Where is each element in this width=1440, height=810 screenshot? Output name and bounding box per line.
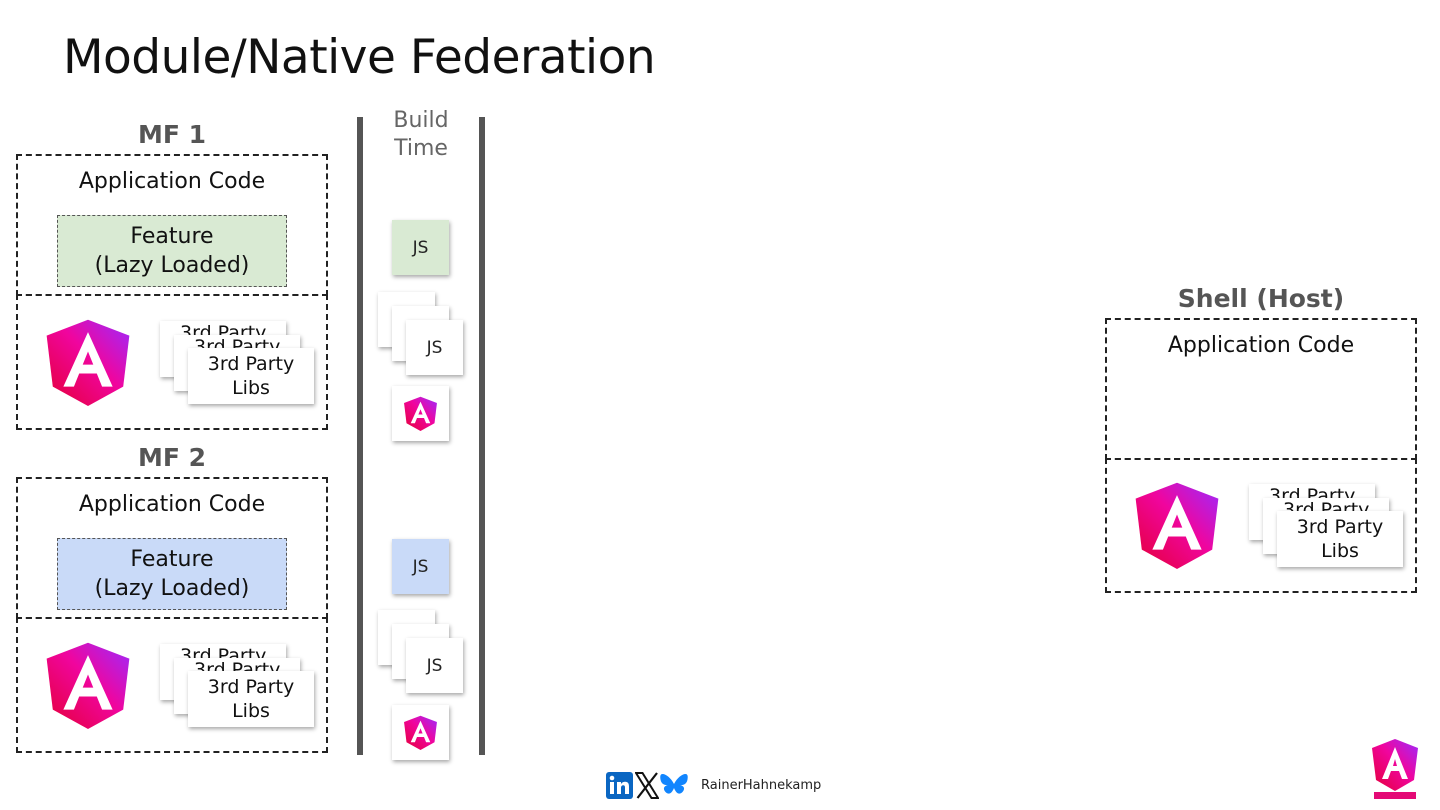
mf1-lib-js-bundle: JS [406,320,463,375]
linkedin-icon[interactable] [606,772,633,799]
shell-libs-box [1105,458,1417,593]
angular-architects-logo-icon [1372,739,1418,799]
shell-lib-card-front: 3rd Party Libs [1277,511,1403,567]
shell-angular-logo-icon [1133,481,1221,569]
mf1-angular-logo-icon [44,318,132,406]
mf2-app-code: Application Code [78,492,266,517]
mf1-feature-js-bundle: JS [392,220,449,275]
mf2-label: MF 2 [137,443,207,472]
page-title: Module/Native Federation [63,30,656,85]
mf1-app-code: Application Code [78,169,266,194]
mf1-angular-bundle-icon [403,396,438,431]
mf1-angular-bundle [392,386,449,441]
mf1-libs-box [16,294,328,430]
mf1-label: MF 1 [137,120,207,149]
bluesky-icon[interactable] [660,773,688,798]
mf1-feature: Feature (Lazy Loaded) [57,215,287,287]
author-name: RainerHahnekamp [701,778,822,793]
build-separator-right [479,117,485,755]
mf2-feature: Feature (Lazy Loaded) [57,538,287,610]
x-icon[interactable] [635,772,659,799]
mf2-feature-js-bundle: JS [392,539,449,594]
mf2-angular-logo-icon [44,641,132,729]
mf2-lib-js-bundle: JS [406,638,463,693]
mf2-angular-bundle [392,705,449,760]
mf2-angular-bundle-icon [403,715,438,750]
shell-label: Shell (Host) [1177,284,1345,313]
shell-app-code: Application Code [1167,333,1355,358]
mf2-libs-box [16,617,328,753]
mf2-lib-card-front: 3rd Party Libs [188,671,314,727]
build-time-label: Build Time [393,108,449,161]
build-separator-left [357,117,363,755]
mf1-lib-card-front: 3rd Party Libs [188,348,314,404]
